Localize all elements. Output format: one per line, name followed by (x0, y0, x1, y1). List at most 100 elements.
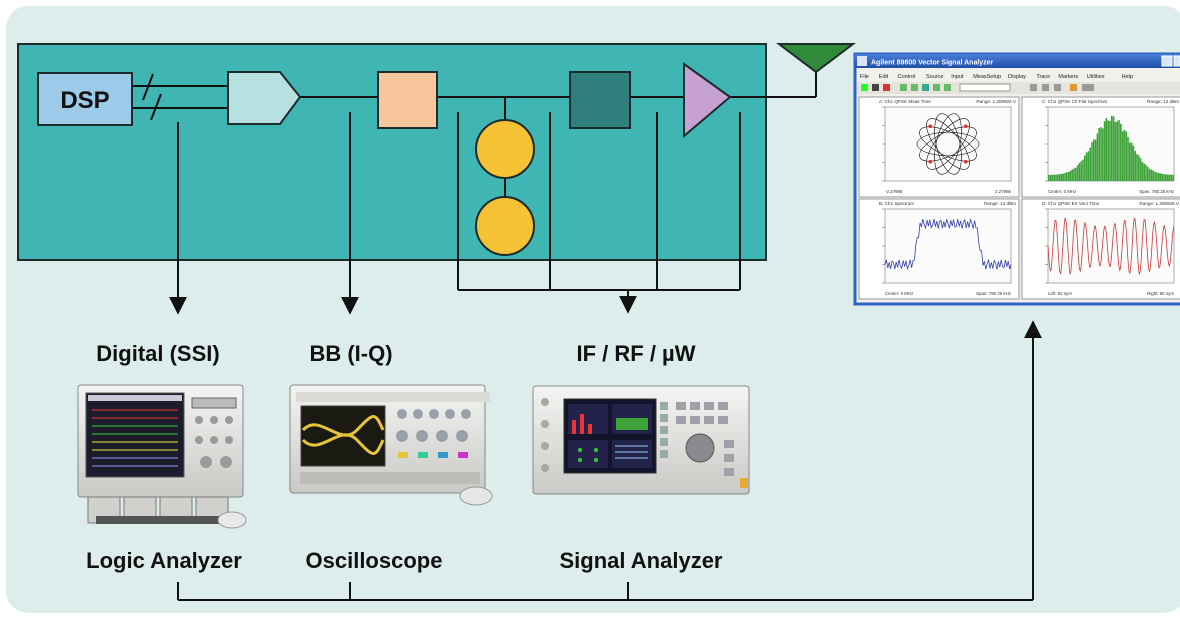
constellation-point (963, 124, 968, 129)
spectrum-bar (1130, 142, 1133, 181)
vsa-menu-item[interactable]: Utilities (1087, 74, 1105, 80)
antenna-icon (776, 43, 856, 74)
vsa-menu-bar: File Edit Control Source Input MeasSetup Displ… (860, 74, 1133, 80)
vsa-pane-x-right: Right: 80 sym (1147, 291, 1174, 296)
spectrum-bar (1085, 152, 1088, 181)
vsa-pane-x-right: Span: 780.25 kHz (1139, 189, 1174, 194)
spectrum-bar (1148, 169, 1151, 181)
spectrum-bar (1150, 169, 1153, 181)
vsa-menu-item[interactable]: Display (1008, 74, 1026, 80)
vsa-pane-header: B: Ch1 Spectrum (879, 201, 914, 206)
spectrum-bar (1116, 121, 1119, 181)
spectrum-bar (1129, 142, 1131, 181)
probe-label-bb: BB (I-Q) (309, 341, 392, 366)
vsa-menu-item[interactable]: Control (898, 74, 916, 80)
spectrum-bar (1058, 174, 1061, 181)
spectrum-bar (1069, 170, 1072, 181)
spectrum-bar (1172, 174, 1174, 181)
local-oscillator-circle-2 (475, 196, 535, 256)
instrument-name-logic-analyzer: Logic Analyzer (86, 548, 242, 573)
spectrum-bar (1100, 127, 1102, 181)
spectrum-bar (1165, 174, 1167, 181)
spectrum-bar (1156, 172, 1158, 181)
vsa-software-window: Agilent 89600 Vector Signal Analyzer Fil… (853, 52, 1180, 306)
bottom-bus-line (177, 320, 1042, 601)
filter-block (569, 71, 631, 129)
vsa-pane-x-left: Left: 92 sym (1048, 291, 1072, 296)
probe-lines (169, 112, 741, 315)
spectrum-bar (1127, 136, 1129, 181)
spectrum-bar (1073, 168, 1075, 181)
spectrum-bar (1105, 118, 1108, 181)
local-oscillator-circle-1 (475, 119, 535, 179)
spectrum-bar (1159, 173, 1162, 181)
spectrum-bar (1107, 120, 1110, 181)
spectrum-bar (1062, 173, 1065, 181)
vsa-menu-item[interactable]: Input (951, 74, 964, 80)
spectrum-bar (1145, 164, 1147, 181)
spectrum-bar (1132, 145, 1135, 181)
vsa-menu-item[interactable]: Edit (879, 74, 889, 80)
constellation-trace (926, 118, 970, 170)
vsa-pane-header: D: Ch1 QPSK Err Vect Time (1042, 201, 1100, 206)
spectrum-bar (1053, 174, 1056, 181)
spectrum-bar (1166, 174, 1169, 181)
constellation-trace (919, 126, 977, 162)
spectrum-bar (1096, 133, 1099, 181)
vsa-menu-item[interactable]: Trace (1036, 74, 1050, 80)
spectrum-bar (1109, 120, 1111, 181)
spectrum-bar (1103, 121, 1106, 181)
spectrum-bar (1080, 161, 1083, 181)
spectrum-bar (1138, 155, 1140, 181)
spectrum-bar (1118, 119, 1120, 181)
instrument-name-signal-analyzer: Signal Analyzer (559, 548, 722, 573)
amplifier-block (683, 62, 732, 139)
spectrum-bar (1076, 165, 1079, 181)
probe-label-rf: IF / RF / µW (577, 341, 696, 366)
dsp-block: DSP (37, 72, 133, 126)
spectrum-bar (1057, 174, 1059, 181)
vsa-pane-x-left: Center: 0 MHz (885, 291, 913, 296)
vsa-toolbar (861, 83, 1094, 92)
vsa-pane: D: Ch1 QPSK Err Vect Time Range: 1.208926… (1021, 198, 1180, 300)
vsa-menu-item[interactable]: Source (926, 74, 943, 80)
vsa-menu-item[interactable]: Markers (1058, 74, 1078, 80)
vsa-pane-range: Range: 1.208926 V (976, 99, 1017, 104)
dac-block (227, 71, 302, 125)
spectrum-bar (1147, 166, 1149, 181)
spectrum-bar (1139, 158, 1142, 181)
spectrum-bar (1123, 129, 1126, 181)
constellation-trace (926, 118, 970, 170)
spectrum-bar (1060, 173, 1063, 181)
spectrum-trace (884, 218, 1012, 271)
constellation-point (928, 124, 933, 129)
spectrum-bar (1071, 169, 1074, 181)
vsa-pane-range: Range: 12 dBm (1147, 99, 1179, 104)
vsa-menu-item[interactable]: Help (1122, 74, 1133, 80)
spectrum-bar (1121, 131, 1124, 181)
waveform-trace (1047, 217, 1175, 276)
vsa-menu-item[interactable]: MeasSetup (973, 74, 1001, 80)
spectrum-bar (1125, 131, 1128, 181)
spectrum-bar (1120, 123, 1122, 181)
oscilloscope-icon (289, 384, 493, 506)
spectrum-bar (1114, 122, 1117, 181)
spectrum-bar (1075, 167, 1077, 181)
spectrum-bar (1163, 174, 1165, 181)
probe-label-digital: Digital (SSI) (96, 341, 219, 366)
vsa-pane-range: Range: 1.208926 V (1139, 201, 1180, 206)
spectrum-bar (1067, 171, 1070, 181)
vsa-pane-x-right: 2.27986 (995, 189, 1011, 194)
spectrum-bar (1084, 155, 1086, 181)
bus-slash-marks (142, 73, 162, 121)
spectrum-bar (1112, 116, 1115, 181)
vsa-menu-item[interactable]: File (860, 74, 869, 80)
spectrum-bar (1143, 163, 1146, 181)
spectrum-bar (1134, 150, 1137, 181)
vsa-window-title: Agilent 89600 Vector Signal Analyzer (871, 60, 994, 67)
